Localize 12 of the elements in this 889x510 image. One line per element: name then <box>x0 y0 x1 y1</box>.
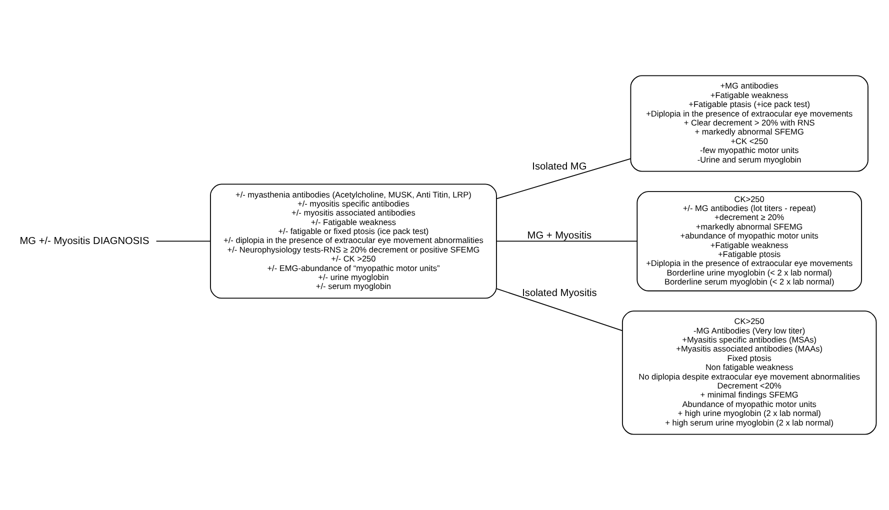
node-box: +MG antibodies +Fatigable weakness +Fatigable ptasis (+ice pack test) +Diplopia in the presence of extraocular eye movements + Clear decrement > 20% with RNS + markedly abnormal SFEMG +CK <250 -few myopathic motor units -Urine and serum myoglobin <box>630 75 868 172</box>
connector <box>496 158 632 200</box>
connector <box>496 240 638 242</box>
connector <box>156 240 211 242</box>
node-text: MG +/- Myositis DIAGNOSIS <box>20 236 150 247</box>
node-box: CK>250 -MG Antibodies (Very low titer) +Myasitis specific antibodies (MSAs) +Myasitis associated antibodies (MAAs) Fixed ptosis Non fatigable weakness No diplopia despite extraocular eye movement abnormalities Decrement <20% + minimal findings SFEMG Abundance of myopathic motor units + high urine myoglobin (2 x lab normal) + high serum urine myoglobin (2 x lab normal) <box>622 310 877 435</box>
edge-label: Isolated MG <box>532 161 587 172</box>
edge-label: Isolated Myositis <box>522 288 597 300</box>
node-box: +/- myasthenia antibodies (Acetylcholine, MUSK, Anti Titin, LRP) +/- myositis specific antibodies +/- myositis associated antibodies +/- Fatigable weakness +/- fatigable or fixed ptosis (ice pack test) +/- diplopia in the presence of extraocular eye movement abnormalities +/- Neurophysiology tests-RNS ≥ 20% decrement or positive SFEMG +/- CK >250 +/- EMG-abundance of “myopathic motor units” +/- urine myoglobin +/- serum myoglobin <box>210 184 497 299</box>
node-box: CK>250 +/- MG antibodies (lot titers - repeat) +decrement ≥ 20% +markedly abnormal SFEMG +abundance of myopathic motor units +Fatigable weakness +Fatigable ptosis +Diplopia in the presence of extraocular eye movements Borderline urine myoglobin (< 2 x lab normal) Borderline serum myoglobin (< 2 x lab normal) <box>636 191 862 292</box>
connector <box>496 288 623 332</box>
edge-label: MG + Myositis <box>527 230 592 242</box>
